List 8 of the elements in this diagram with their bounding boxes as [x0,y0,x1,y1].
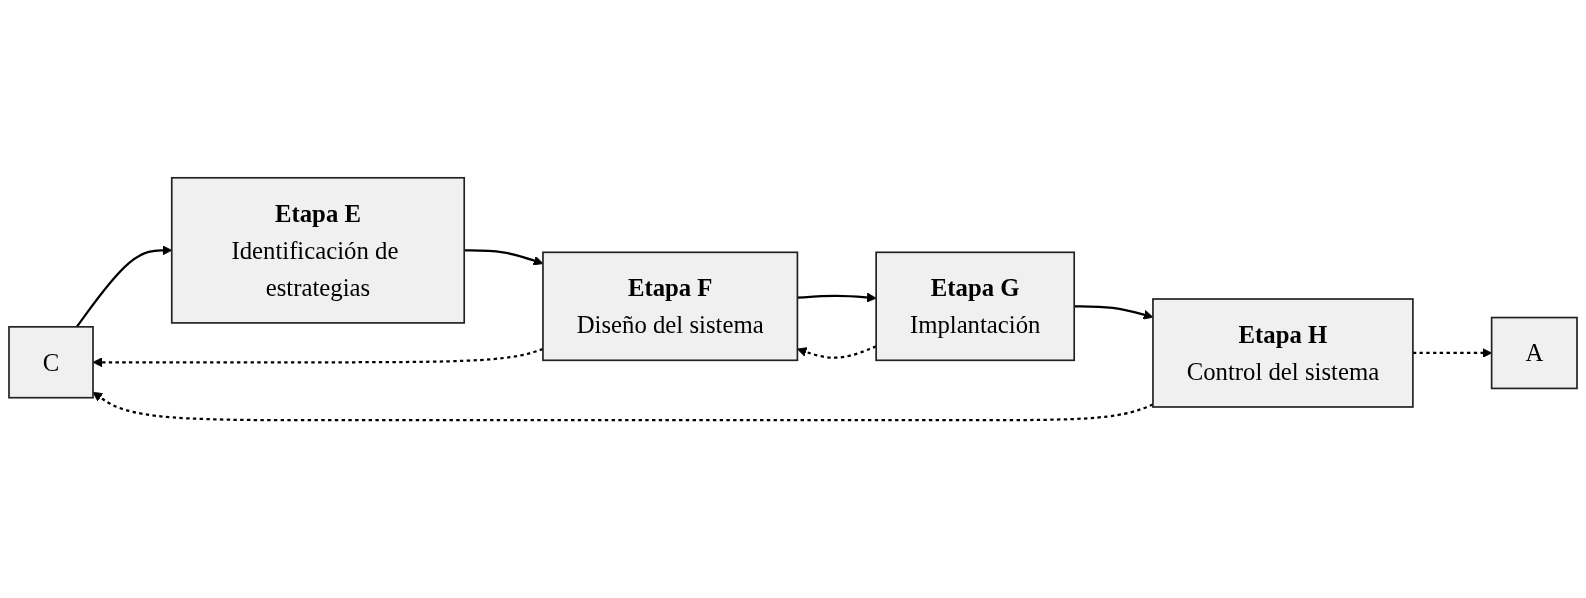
node-box: Etapa G Implantación [875,251,1076,362]
node-box: A [1490,316,1578,390]
node-box: Etapa E Identificación de estrategias [170,176,466,324]
node-box: Etapa H Control del sistema [1152,298,1414,408]
arrow [797,292,877,303]
node-box: Etapa F Diseño del sistema [542,251,799,362]
arrow [92,391,1154,422]
node-box: C [8,326,94,399]
